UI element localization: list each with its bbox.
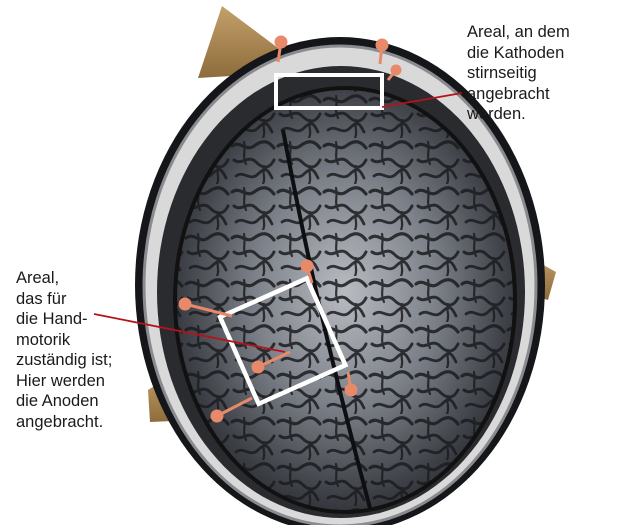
cathode-leader-line (381, 92, 463, 108)
anode-leader-line (93, 313, 286, 353)
electrode-pin-icon (178, 35, 402, 423)
cathode-area-label: Areal, an dem die Kathoden stirnseitig a… (467, 23, 570, 123)
brain-surface (173, 86, 517, 514)
anode-area-label: Areal, das für die Hand- motorik zuständ… (16, 269, 113, 431)
longitudinal-fissure (281, 129, 372, 509)
cathode-area-marker (274, 73, 384, 110)
anode-area-marker (217, 275, 349, 407)
